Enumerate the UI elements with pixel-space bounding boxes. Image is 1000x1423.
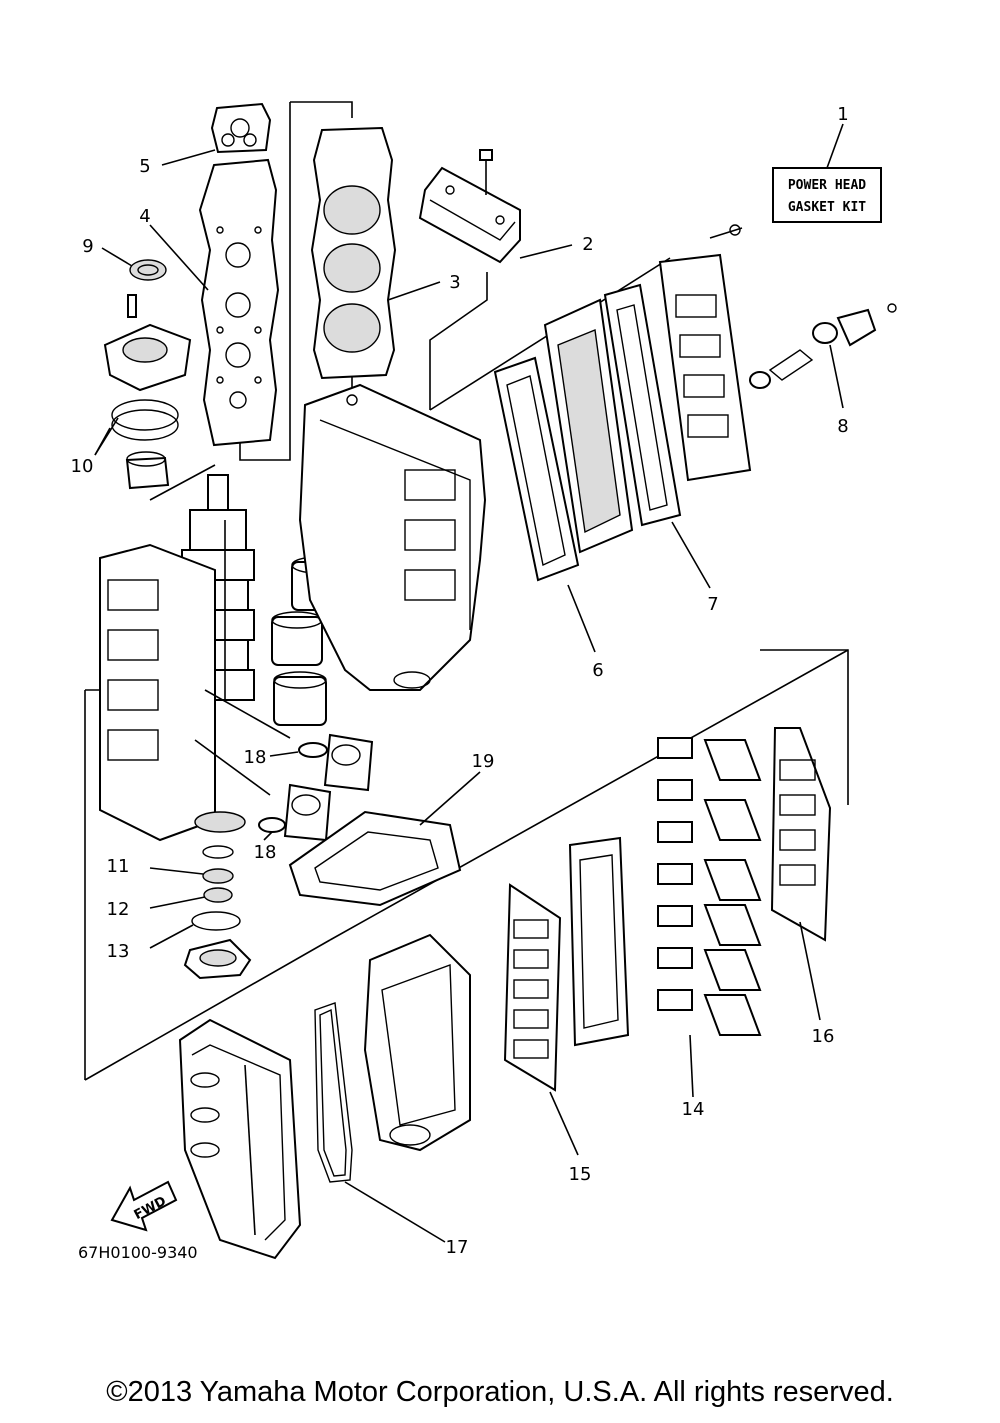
part-16-gasket [770,727,832,1021]
part-15-reed-gasket [503,883,579,1156]
callout-13: 13 [107,941,130,962]
silencer-cover [178,1018,302,1260]
part-6-exhaust-gasket [493,356,596,653]
kit-box-line2: GASKET KIT [788,200,866,215]
lower-bearing-housing [183,938,252,980]
callout-4: 4 [139,206,150,227]
callout-8: 8 [837,416,848,437]
callout-12: 12 [107,899,130,920]
callout-3: 3 [449,272,460,293]
part-11-seal [149,867,234,884]
callout-14: 14 [682,1099,705,1120]
callout-16: 16 [812,1026,835,1047]
callout-15: 15 [569,1164,592,1185]
diagram-code: 67H0100-9340 [78,1243,198,1262]
callout-17: 17 [446,1237,469,1258]
callout-11: 11 [107,856,130,877]
cylinder-block [298,383,487,691]
reed-valve-plate [568,836,630,1047]
part-2-cover [418,149,573,264]
part-14-reed-valves [657,737,762,1098]
callout-1: 1 [837,104,848,125]
callout-18-lower: 18 [254,842,277,863]
upper-bearing-housing [103,294,192,392]
callout-6: 6 [592,660,603,681]
part-10-piston-rings [94,399,179,490]
part-7-gasket [603,283,711,589]
gasket-kit-box: POWER HEAD GASKET KIT [772,123,882,223]
callout-9: 9 [82,236,93,257]
exhaust-cover-plate [543,298,634,554]
callout-7: 7 [707,594,718,615]
part-5-gasket [161,102,272,166]
intake-manifold [363,933,471,1152]
part-4-gasket-plate [149,158,280,447]
lower-bearing [194,811,246,859]
callout-18-upper: 18 [244,747,267,768]
exhaust-outer-cover [658,224,752,482]
kit-box-line1: POWER HEAD [788,178,866,193]
part-17-seal [314,1002,446,1243]
crankcase [99,543,291,842]
callout-10: 10 [71,456,94,477]
callout-19: 19 [472,751,495,772]
pistons [271,556,343,726]
part-13-o-ring [149,911,241,949]
copyright-notice: ©2013 Yamaha Motor Corporation, U.S.A. A… [106,1376,894,1408]
part-9-oil-seal [101,247,167,281]
part-18-fuel-pumps [258,733,374,842]
part-3-head-gasket [310,126,441,380]
callout-labels: 1 2 3 4 5 6 7 8 9 10 11 12 13 14 15 16 1… [71,104,849,1258]
part-19-base-gasket [288,771,481,907]
callout-2: 2 [582,234,593,255]
fwd-arrow-icon: FWD [110,1180,178,1232]
callout-5: 5 [139,156,150,177]
exploded-parts-diagram: POWER HEAD GASKET KIT [71,101,897,1262]
part-12-seal [149,887,233,909]
part-8-thermostat [749,303,897,409]
